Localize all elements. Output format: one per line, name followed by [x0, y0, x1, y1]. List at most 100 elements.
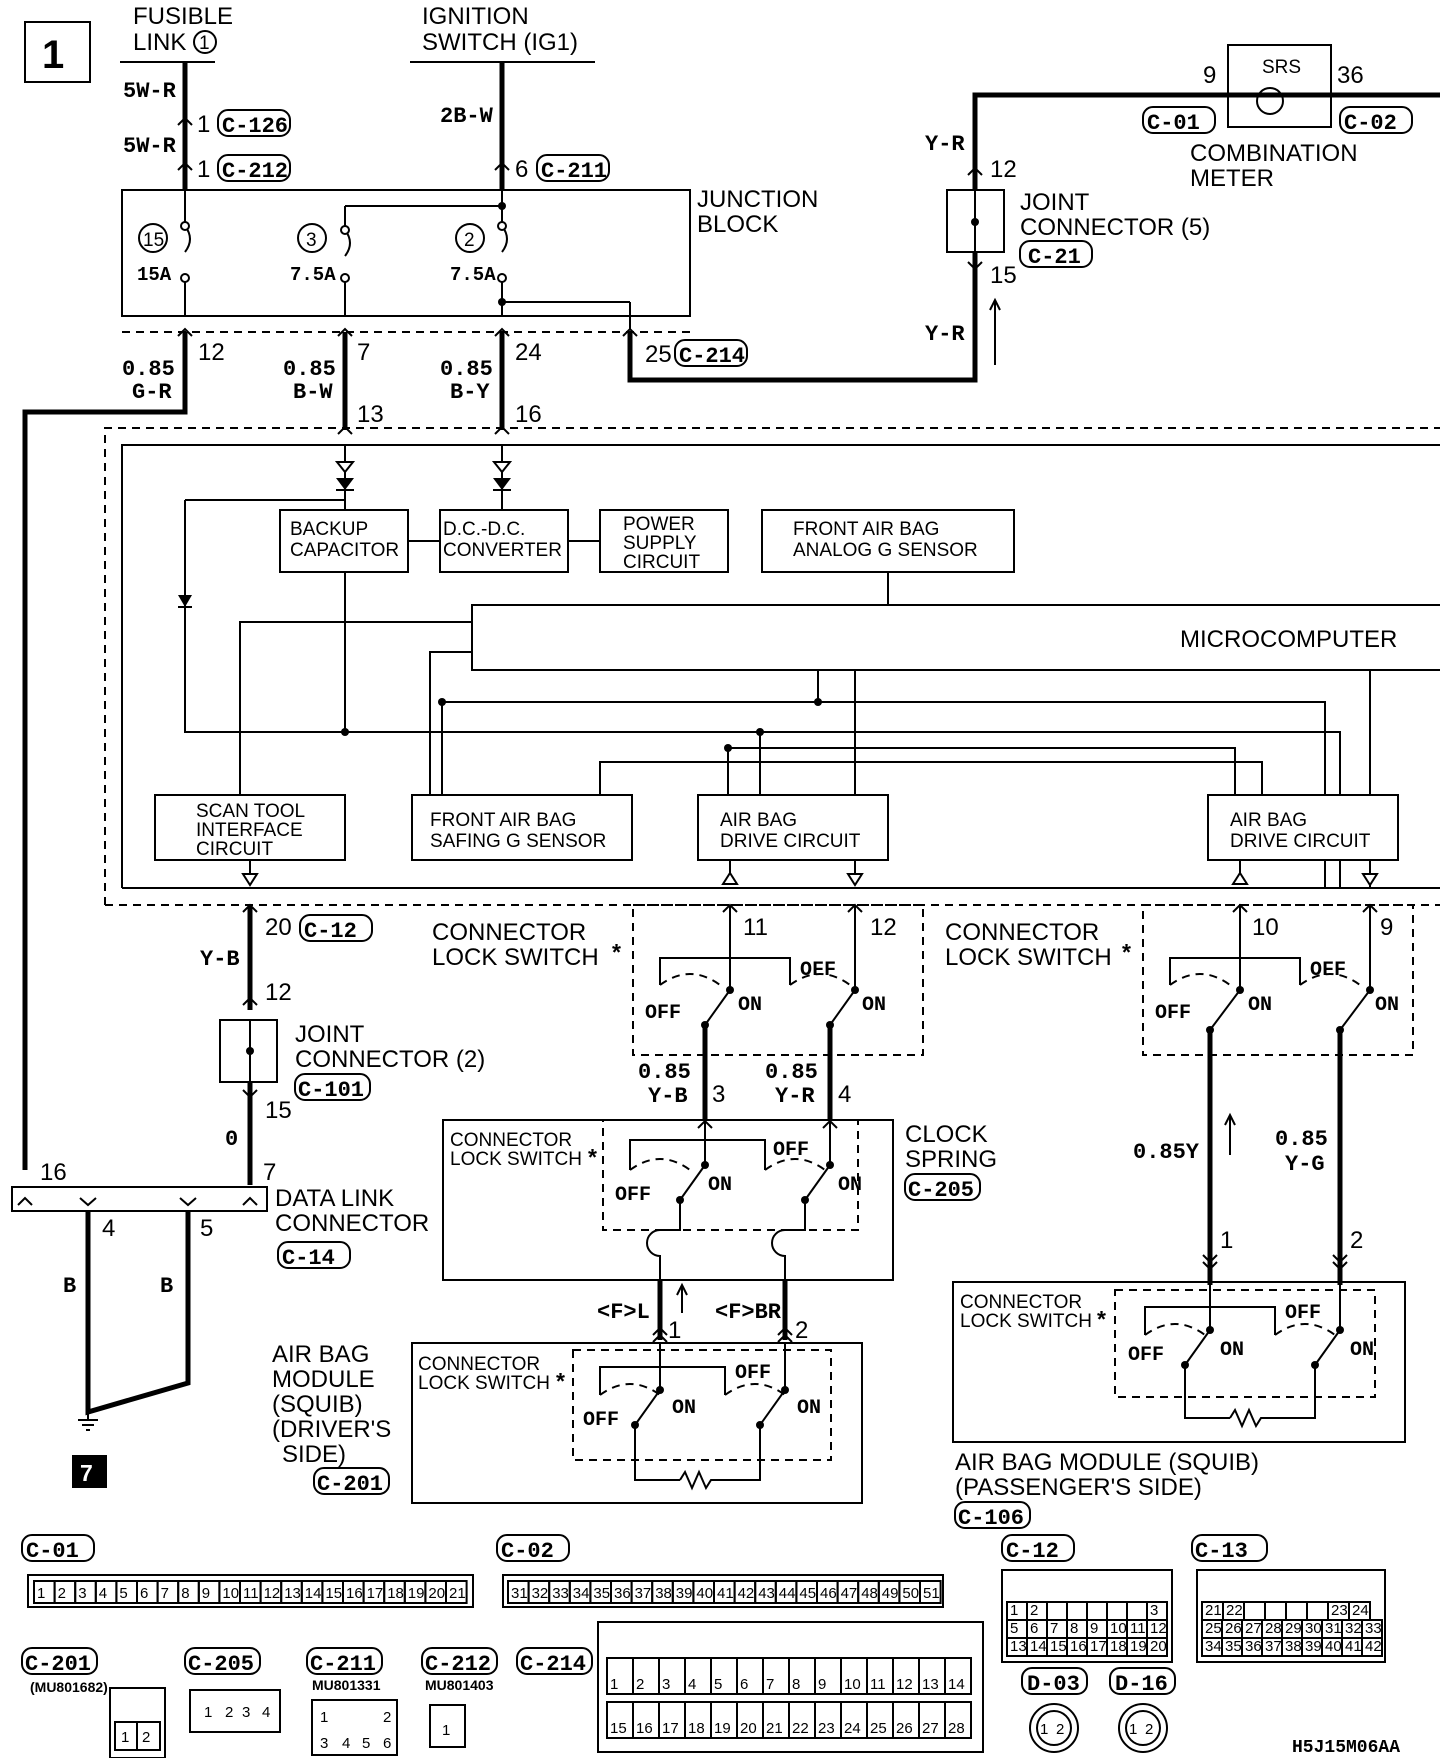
- svg-text:JUNCTION: JUNCTION: [697, 186, 818, 213]
- svg-text:13: 13: [357, 401, 384, 428]
- svg-text:D.C.-D.C.: D.C.-D.C.: [443, 519, 525, 540]
- connector-pin-label: 40: [696, 1585, 713, 1602]
- connector-pin-label: 2: [636, 1676, 644, 1693]
- data-link-connector-label: CONNECTOR: [275, 1210, 429, 1237]
- connector-pin-label: 39: [1305, 1638, 1322, 1655]
- connector-pin-label: 2: [1030, 1602, 1038, 1619]
- svg-text:1: 1: [1040, 1721, 1048, 1738]
- svg-text:CONNECTOR: CONNECTOR: [450, 1130, 572, 1151]
- svg-text:JOINT: JOINT: [295, 1021, 365, 1048]
- page-number-box: [24, 21, 91, 83]
- face-c13-label: C-13: [1195, 1539, 1248, 1564]
- connector-pin-cell: [1243, 1601, 1266, 1621]
- face-c211: [311, 1699, 398, 1756]
- connector-pin-label: 13: [1010, 1638, 1027, 1655]
- svg-text:OFF: OFF: [773, 1139, 809, 1162]
- svg-text:G-R: G-R: [132, 380, 172, 405]
- connector-pin-label: 38: [655, 1585, 672, 1602]
- wire-by: 0.85: [440, 357, 493, 382]
- svg-text:SUPPLY: SUPPLY: [623, 533, 697, 554]
- svg-text:(DRIVER'S: (DRIVER'S: [272, 1416, 391, 1443]
- face-c212-label: C-212: [425, 1652, 491, 1677]
- svg-text:SAFING G SENSOR: SAFING G SENSOR: [430, 831, 606, 852]
- connector-pin-label: 5: [119, 1585, 127, 1602]
- svg-text:*: *: [1097, 1306, 1106, 1332]
- connector-pin-label: 3: [1150, 1602, 1158, 1619]
- connector-pin-label: 7: [766, 1676, 774, 1693]
- svg-text:9: 9: [1380, 914, 1393, 941]
- connector-pin-label: 30: [1305, 1620, 1322, 1637]
- wire-2bw: 2B-W: [440, 104, 494, 129]
- svg-text:OFF: OFF: [1128, 1344, 1164, 1367]
- connector-pin-label: 6: [740, 1676, 748, 1693]
- connector-pin-cell: [944, 1701, 972, 1739]
- face-c12: [1001, 1569, 1173, 1663]
- face-c205: [189, 1689, 281, 1733]
- svg-text:6: 6: [515, 156, 528, 183]
- wire-yy: 0.85Y: [1133, 1140, 1200, 1165]
- svg-text:4: 4: [102, 1215, 115, 1242]
- svg-text:0.85: 0.85: [1275, 1127, 1328, 1152]
- svg-text:AIR BAG: AIR BAG: [272, 1341, 369, 1368]
- connector-pin-label: 14: [1030, 1638, 1047, 1655]
- svg-text:AIR BAG MODULE (SQUIB): AIR BAG MODULE (SQUIB): [955, 1449, 1259, 1476]
- connector-pin-cell: [1126, 1601, 1148, 1621]
- connector-pin-label: 7: [1050, 1620, 1058, 1637]
- conn-c101: C-101: [298, 1078, 364, 1103]
- combination-meter-label: METER: [1190, 165, 1274, 192]
- passenger-cls-label: LOCK SWITCH: [945, 944, 1112, 971]
- connector-pin-label: 14: [305, 1585, 322, 1602]
- connector-pin-label: 1: [1010, 1602, 1018, 1619]
- svg-text:ON: ON: [738, 994, 762, 1017]
- connector-pin-label: 34: [573, 1585, 590, 1602]
- connector-pin-label: 37: [635, 1585, 652, 1602]
- conn-c14: C-14: [282, 1246, 335, 1271]
- connector-pin-label: 32: [532, 1585, 549, 1602]
- face-c12-label: C-12: [1006, 1539, 1059, 1564]
- wire-yr-bottom: Y-R: [925, 322, 965, 347]
- svg-text:SCAN TOOL: SCAN TOOL: [196, 801, 305, 822]
- svg-text:DATA LINK: DATA LINK: [275, 1185, 394, 1212]
- connector-pin-cell: [919, 1580, 942, 1604]
- connector-pin-label: 13: [284, 1585, 301, 1602]
- scan-tool-interface: [154, 794, 346, 861]
- svg-text:ON: ON: [797, 1397, 821, 1420]
- connector-pin-label: 28: [1265, 1620, 1282, 1637]
- joint-connector-2-label: CONNECTOR (2): [295, 1046, 485, 1073]
- svg-text:IGNITION: IGNITION: [422, 3, 529, 30]
- connector-pin-label: 51: [923, 1585, 940, 1602]
- connector-pin-label: 21: [449, 1585, 466, 1602]
- svg-text:ON: ON: [708, 1174, 732, 1197]
- connector-pin-label: 31: [511, 1585, 528, 1602]
- clock-spring-label: SPRING: [905, 1146, 997, 1173]
- microcomputer-label: MICROCOMPUTER: [1180, 626, 1397, 653]
- connector-pin-label: 16: [1070, 1638, 1087, 1655]
- face-c02-label: C-02: [501, 1539, 554, 1564]
- svg-text:12: 12: [990, 156, 1017, 183]
- fuse-2-rating: 7.5A: [450, 264, 496, 286]
- face-c214: [597, 1621, 984, 1753]
- junction-block-label: BLOCK: [697, 211, 778, 238]
- connector-pin-cell: [1306, 1601, 1329, 1621]
- svg-text:2: 2: [795, 1317, 808, 1344]
- connector-pin-label: 9: [1090, 1620, 1098, 1637]
- connector-pin-label: 3: [662, 1676, 670, 1693]
- connector-pin-label: 20: [740, 1720, 757, 1737]
- svg-text:ANALOG G SENSOR: ANALOG G SENSOR: [793, 540, 978, 561]
- svg-text:7: 7: [357, 339, 370, 366]
- connector-pin-label: 28: [948, 1720, 965, 1737]
- fuse-2-num: 2: [464, 230, 475, 251]
- conn-c12: C-12: [304, 919, 357, 944]
- connector-pin-label: 8: [181, 1585, 189, 1602]
- svg-text:(SQUIB): (SQUIB): [272, 1391, 363, 1418]
- joint-connector-5-label: CONNECTOR (5): [1020, 214, 1210, 241]
- wire-5wr-b: 5W-R: [123, 134, 177, 159]
- connector-pin-label: 41: [717, 1585, 734, 1602]
- wire-b-1: B: [63, 1274, 76, 1299]
- fuse-3-circle: [297, 223, 327, 253]
- svg-text:2: 2: [1056, 1721, 1064, 1738]
- connector-pin-cell: [1106, 1601, 1128, 1621]
- connector-pin-cell: [1361, 1637, 1383, 1657]
- svg-text:1: 1: [197, 156, 210, 183]
- svg-text:CONVERTER: CONVERTER: [443, 540, 562, 561]
